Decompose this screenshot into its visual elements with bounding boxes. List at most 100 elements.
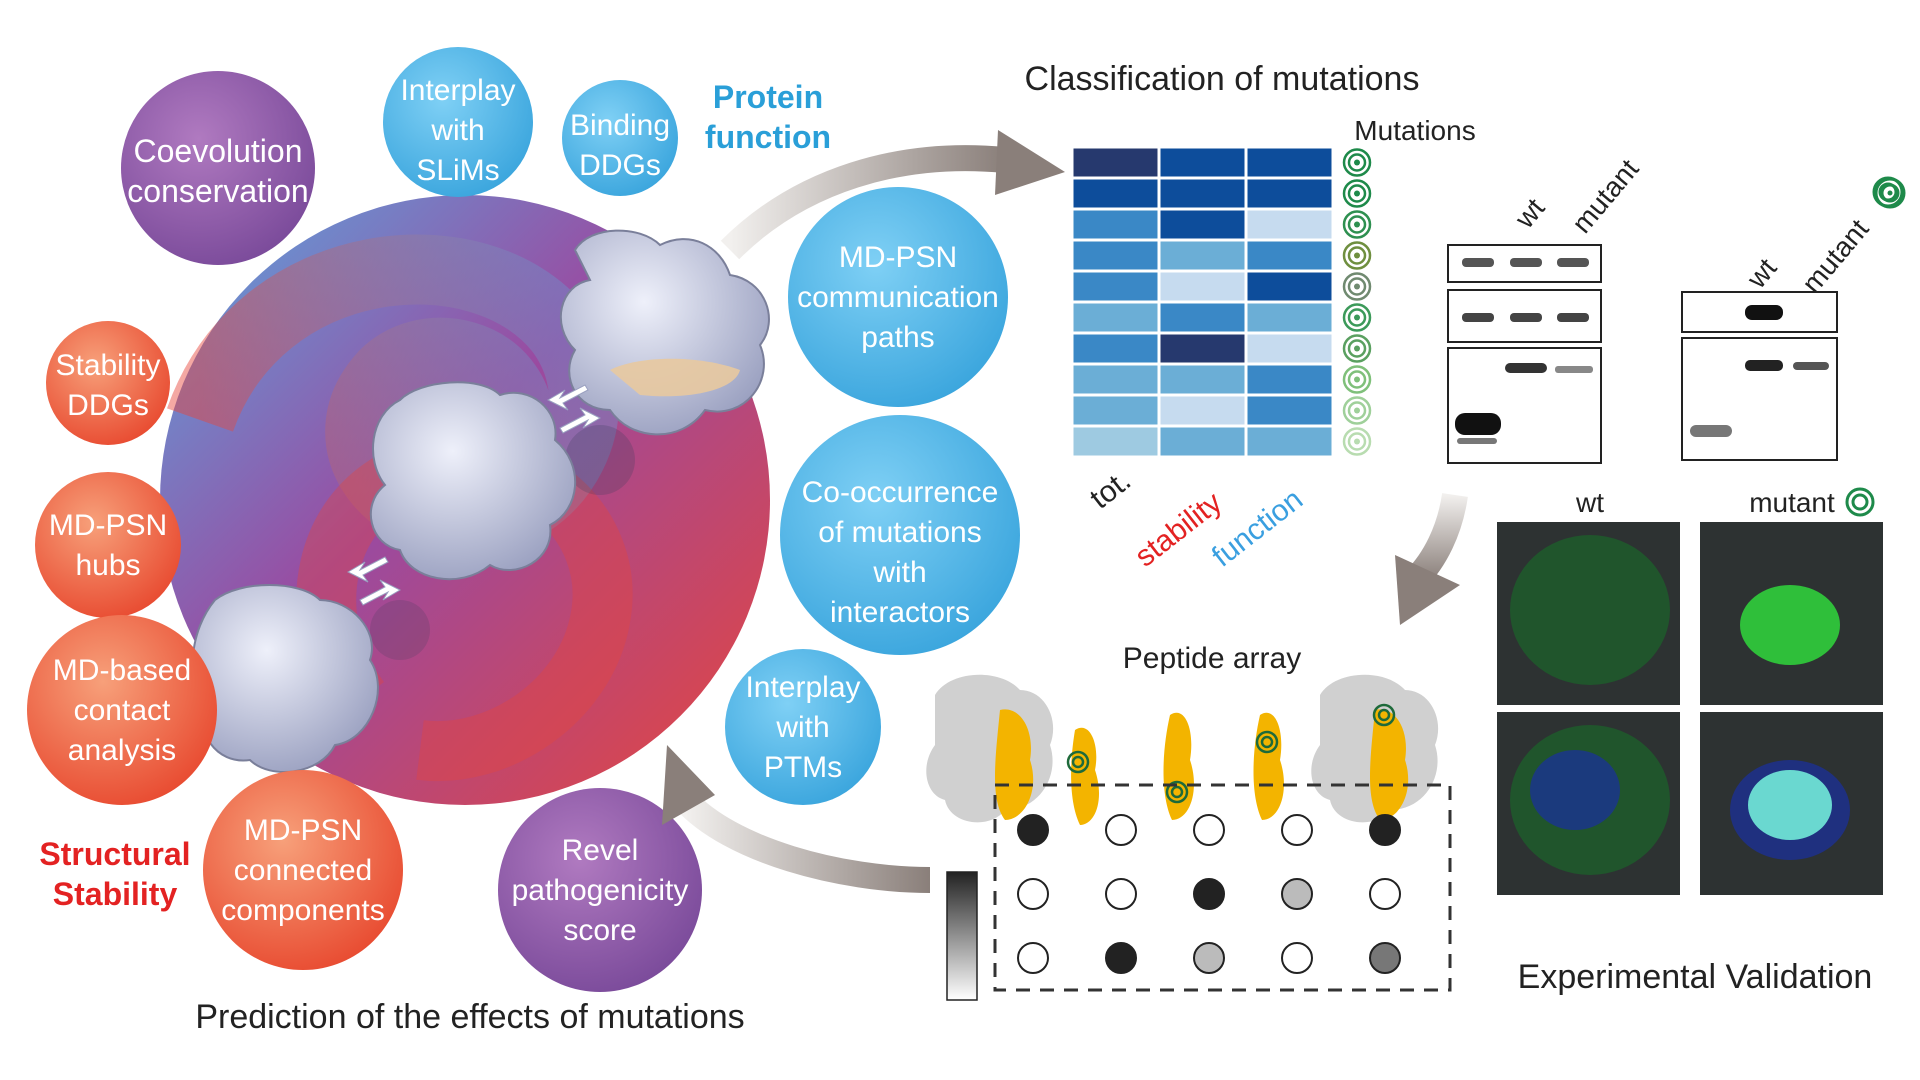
peptide-array-title: Peptide array (1123, 642, 1301, 675)
heatmap-cell (1246, 364, 1333, 395)
heatmap-cell (1246, 240, 1333, 271)
mutation-target-icon (1845, 487, 1875, 517)
mutation-target-icon (1342, 427, 1372, 456)
heatmap-cell (1159, 395, 1246, 426)
peptide-dot (1017, 814, 1049, 846)
heatmap-cell (1246, 178, 1333, 209)
protein-structure-top (559, 229, 770, 436)
heatmap-cell (1072, 271, 1159, 302)
heatmap-cell (1072, 147, 1159, 178)
mutation-target-icon (1342, 334, 1372, 363)
peptide-dot (1193, 814, 1225, 846)
heatmap-cell (1246, 147, 1333, 178)
heatmap-cell (1159, 178, 1246, 209)
blot-label-wt: wt (1508, 192, 1551, 234)
heatmap-cell (1246, 271, 1333, 302)
mutation-target-icon (1342, 272, 1372, 301)
heatmap-cell (1246, 426, 1333, 457)
heatmap-cell (1072, 302, 1159, 333)
peptide-array-frame (993, 783, 1452, 992)
peptide-dot (1369, 814, 1401, 846)
microscopy-panels (1497, 522, 1883, 895)
mutation-target-icon (1342, 241, 1372, 270)
peptide-dot (1193, 942, 1225, 974)
heatmap-cell (1159, 240, 1246, 271)
heatmap-cell (1072, 395, 1159, 426)
mutation-target-icon (1872, 176, 1904, 208)
mutations-label: Mutations (1354, 115, 1475, 146)
heatmap-cell (1246, 333, 1333, 364)
mutation-target-icon (1342, 365, 1372, 394)
peptide-dot (1281, 942, 1313, 974)
arrow-to-experimental (1395, 492, 1468, 625)
classification-title: Classification of mutations (1025, 60, 1420, 98)
microscopy-label-wt: wt (1575, 487, 1604, 518)
blot-label-mutant: mutant (1796, 213, 1875, 299)
heatmap-cell (1072, 364, 1159, 395)
peptide-dot (1281, 814, 1313, 846)
mutation-icons (1342, 148, 1372, 456)
peptide-array-dots (1017, 814, 1401, 974)
western-blot-right: wt mutant (1681, 176, 1904, 461)
heatmap-cell (1072, 426, 1159, 457)
heatmap-cell (1159, 426, 1246, 457)
heatmap-cell (1159, 333, 1246, 364)
heatmap-cell (1159, 209, 1246, 240)
heatmap-cell (1072, 209, 1159, 240)
heatmap-cell (1159, 364, 1246, 395)
mutation-target-icon (1342, 396, 1372, 425)
mutation-target-icon (1342, 148, 1372, 177)
column-label-stability: stability (1129, 486, 1228, 574)
arrow-from-peptide-array (662, 745, 931, 893)
microscopy-label-mutant: mutant (1749, 487, 1835, 518)
protein-structure-center (369, 381, 577, 581)
heatmap-cell (1246, 395, 1333, 426)
blot-label-wt: wt (1740, 252, 1783, 294)
peptide-structures (926, 674, 1439, 825)
intensity-scale-bar (946, 871, 978, 1001)
arrow-to-classification (720, 130, 1065, 260)
peptide-dot (1017, 942, 1049, 974)
heatmap-cell (1072, 178, 1159, 209)
mutation-target-icon (1342, 210, 1372, 239)
heatmap-cell (1246, 209, 1333, 240)
bubble-line: conservation (127, 173, 308, 209)
heatmap-cell (1072, 333, 1159, 364)
peptide-dot (1369, 878, 1401, 910)
heatmap-cell (1159, 271, 1246, 302)
experimental-title: Experimental Validation (1518, 958, 1873, 996)
prediction-title: Prediction of the effects of mutations (195, 998, 744, 1036)
interaction-arrows (346, 384, 602, 606)
heatmap-cell (1246, 302, 1333, 333)
mutation-heatmap (1072, 147, 1333, 457)
peptide-dot (1105, 814, 1137, 846)
heatmap-cell (1159, 147, 1246, 178)
peptide-dot (1105, 942, 1137, 974)
blot-label-mutant: mutant (1566, 153, 1645, 239)
mutation-target-icon (1342, 303, 1372, 332)
